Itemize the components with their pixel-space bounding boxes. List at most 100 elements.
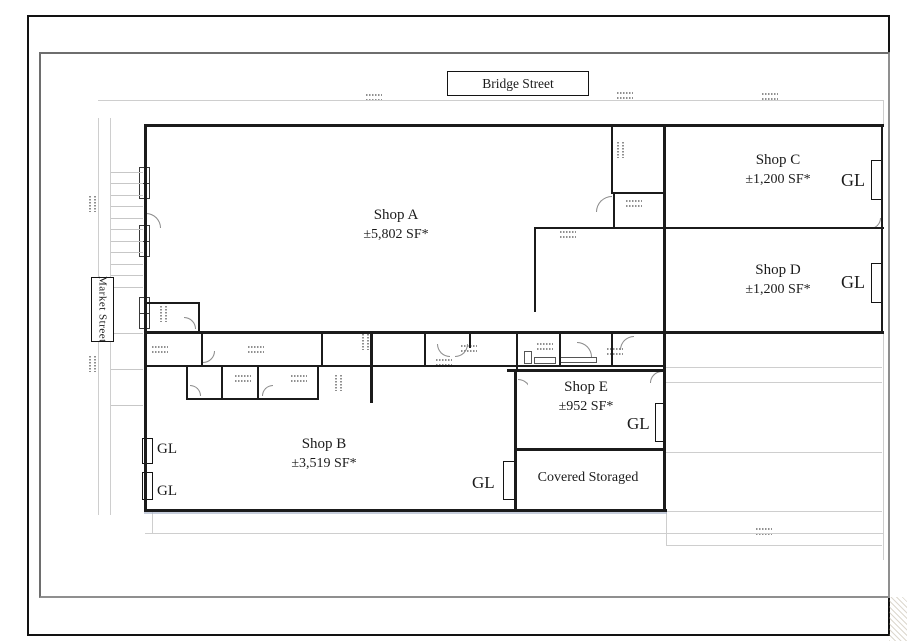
annotation-scribble (607, 348, 623, 356)
market-street-label: Market Street (96, 276, 109, 343)
site-line (666, 512, 667, 545)
door-arc (577, 342, 592, 357)
annotation-scribble (560, 231, 576, 239)
door-arc (203, 351, 215, 363)
shop-c-area: ±1,200 SF* (745, 172, 811, 187)
dimension-tick (110, 241, 143, 242)
scan-noise-corner (889, 597, 907, 641)
dimension-tick (110, 287, 143, 288)
wall (201, 331, 203, 366)
shop-a-area: ±5,802 SF* (363, 227, 429, 242)
dimension-tick (110, 369, 143, 370)
wall (469, 331, 471, 348)
annotation-scribble (616, 142, 624, 158)
shop-b-label: Shop B ±3,519 SF* (254, 435, 394, 473)
annotation-scribble (88, 196, 96, 212)
dimension-tick (110, 195, 143, 196)
wall (145, 331, 884, 334)
dimension-tick (110, 333, 143, 334)
door-arc (437, 344, 450, 357)
wall (144, 509, 667, 512)
wall (144, 124, 147, 511)
dimension-tick (110, 218, 143, 219)
site-line (666, 367, 882, 368)
market-street-label-box: Market Street (91, 276, 114, 343)
door-arc (455, 344, 468, 357)
fixture (560, 357, 597, 363)
shop-e-label: Shop E ±952 SF* (528, 376, 644, 420)
site-line (152, 512, 153, 533)
gl-label-shop-b-upper: GL (157, 441, 177, 457)
wall (145, 124, 884, 127)
shop-d-area: ±1,200 SF* (745, 282, 811, 297)
wall (534, 227, 536, 312)
shop-e-area: ±952 SF* (558, 399, 614, 414)
gl-label-shop-c: GL (841, 170, 865, 190)
site-line (666, 452, 882, 453)
wall (186, 398, 319, 400)
wall (663, 333, 666, 510)
wall (507, 369, 666, 372)
bridge-street-label: Bridge Street (482, 75, 554, 91)
gl-label-shop-e: GL (627, 414, 650, 433)
shop-c-name: Shop C (755, 152, 801, 168)
annotation-scribble (537, 343, 553, 351)
site-line (666, 382, 882, 383)
door-arc (620, 336, 634, 350)
fixture (534, 357, 556, 364)
door-arc (190, 385, 201, 396)
fixture (524, 351, 532, 364)
gl-label-shop-d: GL (841, 272, 865, 292)
dimension-tick (110, 229, 143, 230)
shop-a-name: Shop A (373, 207, 419, 223)
annotation-scribble (88, 356, 96, 372)
wall (611, 192, 665, 194)
wall (515, 448, 666, 451)
annotation-scribble (617, 92, 633, 100)
gl-label-covered-storage: GL (472, 473, 495, 492)
bridge-street-label-box: Bridge Street (447, 71, 589, 96)
dimension-tick (110, 264, 143, 265)
shop-a-label: Shop A ±5,802 SF* (326, 206, 466, 244)
shop-d-label: Shop D ±1,200 SF* (708, 261, 848, 299)
wall (611, 331, 613, 366)
glass-line-marker (142, 472, 153, 500)
wall (317, 366, 319, 399)
dimension-tick (110, 275, 143, 276)
wall (186, 366, 188, 400)
shop-b-name: Shop B (301, 436, 347, 452)
covered-storage-name: Covered Storaged (537, 470, 639, 485)
annotation-scribble (235, 375, 251, 383)
annotation-scribble (291, 375, 307, 383)
wall (514, 369, 517, 510)
gl-label-shop-b-lower: GL (157, 483, 177, 499)
door-arc (184, 317, 196, 329)
annotation-scribble (762, 93, 778, 101)
wall (516, 331, 518, 369)
annotation-scribble (152, 346, 168, 354)
site-line (666, 511, 882, 512)
shop-b-area: ±3,519 SF* (291, 456, 357, 471)
wall-shadow (144, 512, 667, 514)
wall (257, 366, 259, 399)
shop-e-name: Shop E (564, 379, 608, 395)
site-line (98, 100, 884, 101)
drawing-frame (39, 52, 890, 598)
wall (559, 331, 561, 366)
dimension-tick (110, 252, 143, 253)
annotation-scribble (248, 346, 264, 354)
site-line (145, 533, 884, 534)
site-line (666, 545, 882, 546)
wall (424, 331, 426, 366)
wall (613, 193, 615, 227)
wall (145, 365, 666, 367)
wall (370, 333, 373, 403)
annotation-scribble (361, 334, 369, 350)
annotation-scribble (626, 200, 642, 208)
shop-c-label: Shop C ±1,200 SF* (708, 151, 848, 189)
annotation-scribble (756, 528, 772, 536)
dimension-tick (110, 183, 143, 184)
door-arc (596, 196, 612, 212)
